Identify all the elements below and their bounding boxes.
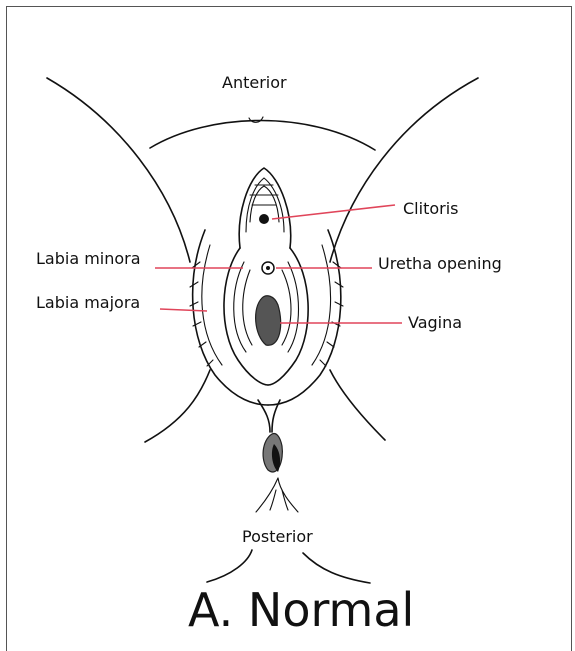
label-labia-majora: Labia majora (36, 293, 140, 312)
label-anterior: Anterior (222, 73, 287, 92)
labia-majora-leader (160, 309, 207, 311)
figure-title: A. Normal (188, 583, 414, 637)
clitoris-mark (259, 214, 269, 224)
left-thigh-contour (47, 78, 190, 262)
clitoris-leader (272, 205, 395, 219)
right-buttock-contour (330, 370, 385, 440)
label-urethra-opening: Uretha opening (378, 254, 502, 273)
gluteal-cleft (256, 478, 298, 512)
left-buttock-contour (145, 370, 210, 442)
urethral-opening-dot (266, 266, 270, 270)
right-posterior-curve (303, 553, 370, 583)
left-posterior-curve (207, 550, 252, 582)
mons-pubis-arc (150, 121, 375, 151)
label-posterior: Posterior (242, 527, 313, 546)
label-vagina: Vagina (408, 313, 462, 332)
vaginal-opening (256, 296, 281, 345)
mons-notch (249, 117, 263, 122)
right-thigh-contour (330, 78, 478, 262)
label-labia-minora: Labia minora (36, 249, 141, 268)
anus (263, 434, 282, 473)
clitoral-hood (239, 168, 290, 248)
label-clitoris: Clitoris (403, 199, 458, 218)
